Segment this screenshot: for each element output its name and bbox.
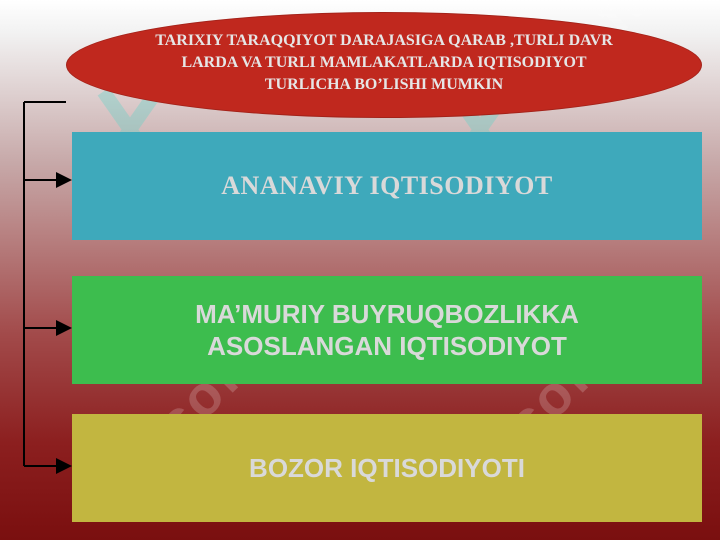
- title-text: TARIXIY TARAQQIYOT DARAJASIGA QARAB ,TUR…: [155, 32, 613, 93]
- box-command-economy: MA’MURIY BUYRUQBOZLIKKA ASOSLANGAN IQTIS…: [72, 276, 702, 384]
- box-command-economy-label: MA’MURIY BUYRUQBOZLIKKA ASOSLANGAN IQTIS…: [195, 299, 579, 361]
- box-market-economy-label: BOZOR IQTISODIYOTI: [249, 452, 525, 483]
- box-market-economy: BOZOR IQTISODIYOTI: [72, 414, 702, 522]
- box-traditional-economy: ANANAVIY IQTISODIYOT: [72, 132, 702, 240]
- box-traditional-economy-label: ANANAVIY IQTISODIYOT: [221, 171, 553, 200]
- title-oval: TARIXIY TARAQQIYOT DARAJASIGA QARAB ,TUR…: [66, 12, 702, 118]
